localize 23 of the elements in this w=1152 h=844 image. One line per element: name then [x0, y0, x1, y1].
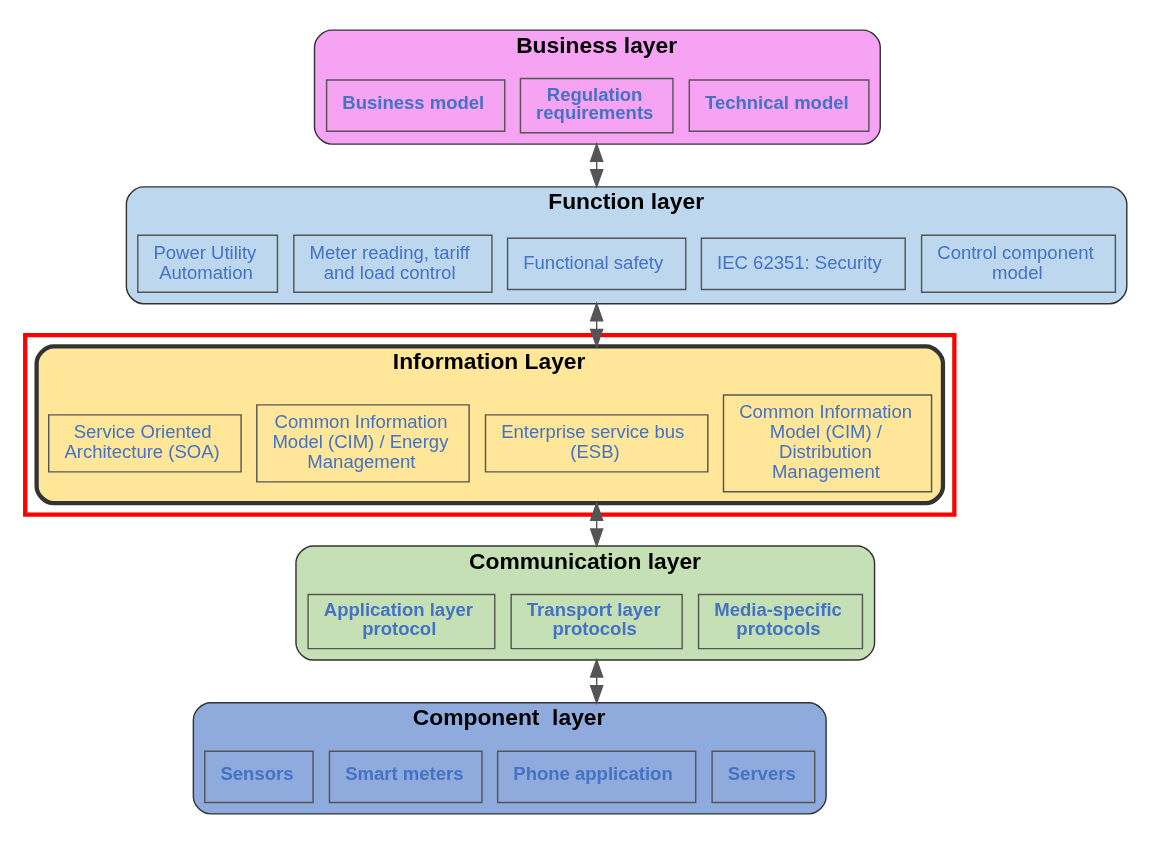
- arrow: [589, 141, 604, 190]
- node-box: Regulation requirements: [519, 77, 674, 134]
- node-box: Power Utility Automation: [137, 234, 279, 294]
- node-box: IEC 62351: Security: [700, 237, 906, 291]
- node-box: Control component model: [920, 234, 1117, 294]
- node-box: Servers: [711, 750, 816, 804]
- node-box: Functional safety: [506, 237, 687, 291]
- node-box: Meter reading, tariff and load control: [293, 234, 493, 294]
- node-box: Media-specific protocols: [697, 593, 864, 650]
- node-box: Enterprise service bus (ESB): [484, 414, 709, 473]
- arrow: [589, 657, 604, 705]
- arrow: [589, 301, 604, 349]
- node-box: Smart meters: [328, 750, 483, 804]
- node-box: Sensors: [204, 750, 314, 804]
- arrow: [589, 501, 604, 549]
- node-box: Phone application: [496, 750, 697, 804]
- node-box: Business model: [325, 79, 506, 132]
- node-box: Transport layer protocols: [510, 593, 683, 650]
- node-box: Common Information Model (CIM) / Distribution Management: [722, 394, 933, 493]
- node-box: Common Information Model (CIM) / Energy Management: [256, 404, 470, 483]
- node-box: Technical model: [688, 79, 870, 132]
- node-box: Application layer protocol: [307, 593, 496, 650]
- node-box: Service Oriented Architecture (SOA): [48, 414, 242, 473]
